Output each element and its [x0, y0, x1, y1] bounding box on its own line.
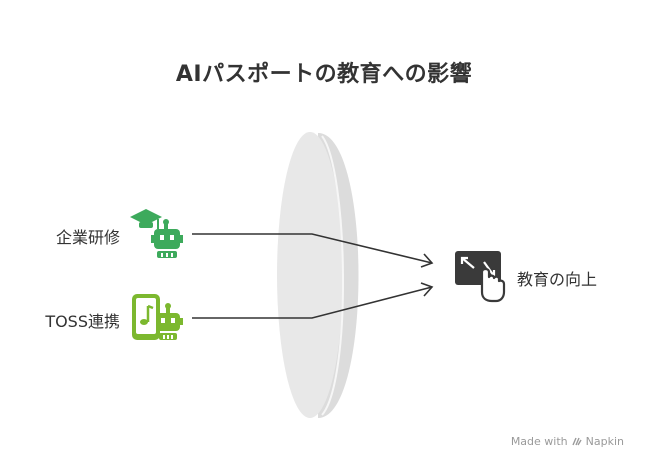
lens-shape	[277, 132, 359, 418]
expand-tap-icon	[455, 251, 506, 303]
napkin-logo-icon	[571, 437, 582, 446]
footer-attribution: Made with Napkin	[511, 435, 624, 448]
footer-made-with: Made with	[510, 435, 568, 448]
input-label-corporate-training: 企業研修	[55, 228, 120, 247]
page-title: AIパスポートの教育への影響	[175, 62, 473, 87]
arrow-toss-collaboration	[192, 282, 434, 319]
arrow-corporate-training	[192, 233, 434, 268]
lens-rim-highlight	[321, 135, 344, 416]
output-label-education-improvement: 教育の向上	[517, 270, 598, 289]
lens-front-face	[277, 132, 343, 418]
tablet-music-robot-icon	[132, 294, 183, 340]
footer-brand: Napkin	[585, 435, 624, 448]
input-label-toss-collaboration: TOSS連携	[45, 312, 120, 331]
graduation-robot-icon	[130, 209, 183, 258]
